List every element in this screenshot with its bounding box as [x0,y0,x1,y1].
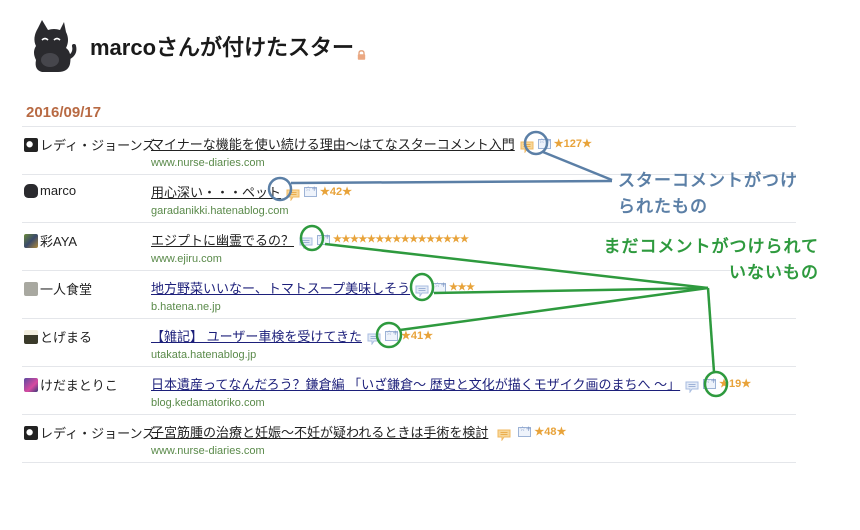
user[interactable]: marco [24,183,76,198]
add-star-icon[interactable] [317,233,330,245]
list-item: レディ・ジョーンズ マイナーな機能を使い続ける理由〜はてなスターコメント入門 ★… [22,127,796,175]
comment-empty-icon[interactable] [367,330,381,346]
annotation-line: られたもの [618,197,708,217]
user[interactable]: 彩AYA [24,231,77,250]
entry-title-link[interactable]: マイナーな機能を使い続ける理由〜はてなスターコメント入門 [151,137,515,152]
annotation-not-commented: まだコメントがつけられて いないもの [583,234,819,286]
user-name: けだまとりこ [40,378,118,393]
user[interactable]: とげまる [24,327,92,346]
user-avatar-icon [24,425,38,440]
user-name: 一人食堂 [40,282,93,297]
user-avatar-icon [24,329,38,344]
add-star-icon[interactable] [384,329,398,341]
user[interactable]: レディ・ジョーンズ [24,423,155,442]
user-name: とげまる [40,330,93,345]
annotation-line: スターコメントがつけ [618,171,798,191]
add-star-icon[interactable] [304,185,317,197]
lock-icon [357,45,366,60]
cat-avatar-icon[interactable] [28,18,78,74]
add-star-icon[interactable] [537,137,551,149]
add-star-icon[interactable] [703,377,716,389]
entry-title-link[interactable]: エジプトに幽霊でるの？ [151,233,295,248]
list-item: けだまとりこ 日本遺産ってなんだろう？鎌倉編 「いざ鎌倉〜 歴史と文化が描くモザ… [22,367,796,415]
star-list: レディ・ジョーンズ マイナーな機能を使い続ける理由〜はてなスターコメント入門 ★… [22,126,796,463]
entry: 【雑記】 ユーザー車検を受けてきた ★41★ [151,326,433,346]
entry-domain: blog.kedamatoriko.com [151,397,265,409]
entry: マイナーな機能を使い続ける理由〜はてなスターコメント入門 ★127★ [151,134,592,154]
list-item: とげまる 【雑記】 ユーザー車検を受けてきた ★41★ utakata.hate… [22,319,796,367]
comment-filled-icon[interactable] [286,186,300,202]
user-avatar-icon [24,233,38,248]
entry-title-link[interactable]: 用心深い・・・ペット [151,185,282,200]
annotation-commented: スターコメントがつけ られたもの [618,168,798,220]
star-list-inline[interactable]: ★★★★★★★★★★★★★★★★ [333,234,469,245]
comment-filled-icon[interactable] [520,138,534,154]
list-item: marco 用心深い・・・ペット ★42★ garadanikki.hatena… [22,175,796,223]
entry-domain: www.nurse-diaries.com [151,445,265,457]
user-name: レディ・ジョーンズ [40,138,156,153]
entry: 日本遺産ってなんだろう？鎌倉編 「いざ鎌倉〜 歴史と文化が描くモザイク画のまちへ… [151,374,752,394]
star-count[interactable]: ★41★ [400,330,433,342]
user[interactable]: 一人食堂 [24,279,92,298]
annotation-line: まだコメントがつけられて [603,237,819,257]
comment-empty-icon[interactable] [415,282,429,298]
comment-filled-icon[interactable] [497,426,511,442]
date-heading: 2016/09/17 [26,104,102,121]
comment-empty-icon[interactable] [299,234,313,250]
user-name: 彩AYA [40,234,78,249]
user[interactable]: けだまとりこ [24,375,118,394]
entry-title-link[interactable]: 【雑記】 ユーザー車検を受けてきた [151,329,362,344]
entry-title-link[interactable]: 地方野菜いいなー、トマトスープ美味しそう [151,281,411,296]
user-avatar-icon [24,377,38,392]
star-count[interactable]: ★42★ [320,186,352,198]
entry: 子宮筋腫の治療と妊娠〜不妊が疑われるときは手術を検討 ★48★ [151,422,567,442]
list-item: レディ・ジョーンズ 子宮筋腫の治療と妊娠〜不妊が疑われるときは手術を検討 ★48… [22,415,796,463]
user-avatar-icon [24,281,38,296]
entry-domain: b.hatena.ne.jp [151,301,221,313]
entry-domain: www.ejiru.com [151,253,222,265]
entry: 用心深い・・・ペット ★42★ [151,182,352,202]
star-count[interactable]: ★127★ [553,138,592,150]
page-title: marcoさんが付けたスター [90,35,355,60]
annotation-line: いないもの [729,263,819,283]
star-list-inline[interactable]: ★★★ [449,282,475,293]
comment-empty-icon[interactable] [685,378,699,394]
entry: エジプトに幽霊でるの？ ★★★★★★★★★★★★★★★★ [151,230,469,250]
user[interactable]: レディ・ジョーンズ [24,135,155,154]
user-name: レディ・ジョーンズ [40,426,156,441]
page-header: marcoさんが付けたスター [28,16,366,76]
add-star-icon[interactable] [433,281,446,293]
entry: 地方野菜いいなー、トマトスープ美味しそう ★★★ [151,278,475,298]
user-avatar-icon [24,137,38,152]
entry-title-link[interactable]: 子宮筋腫の治療と妊娠〜不妊が疑われるときは手術を検討 [151,425,489,440]
entry-domain: utakata.hatenablog.jp [151,349,257,361]
entry-domain: garadanikki.hatenablog.com [151,205,289,217]
entry-title-link[interactable]: 日本遺産ってなんだろう？鎌倉編 「いざ鎌倉〜 歴史と文化が描くモザイク画のまちへ… [151,377,681,392]
star-count[interactable]: ★19★ [719,378,752,390]
add-star-icon[interactable] [518,425,531,437]
user-avatar-icon [24,183,38,198]
entry-domain: www.nurse-diaries.com [151,157,265,169]
star-count[interactable]: ★48★ [534,426,567,438]
user-name: marco [40,183,77,198]
